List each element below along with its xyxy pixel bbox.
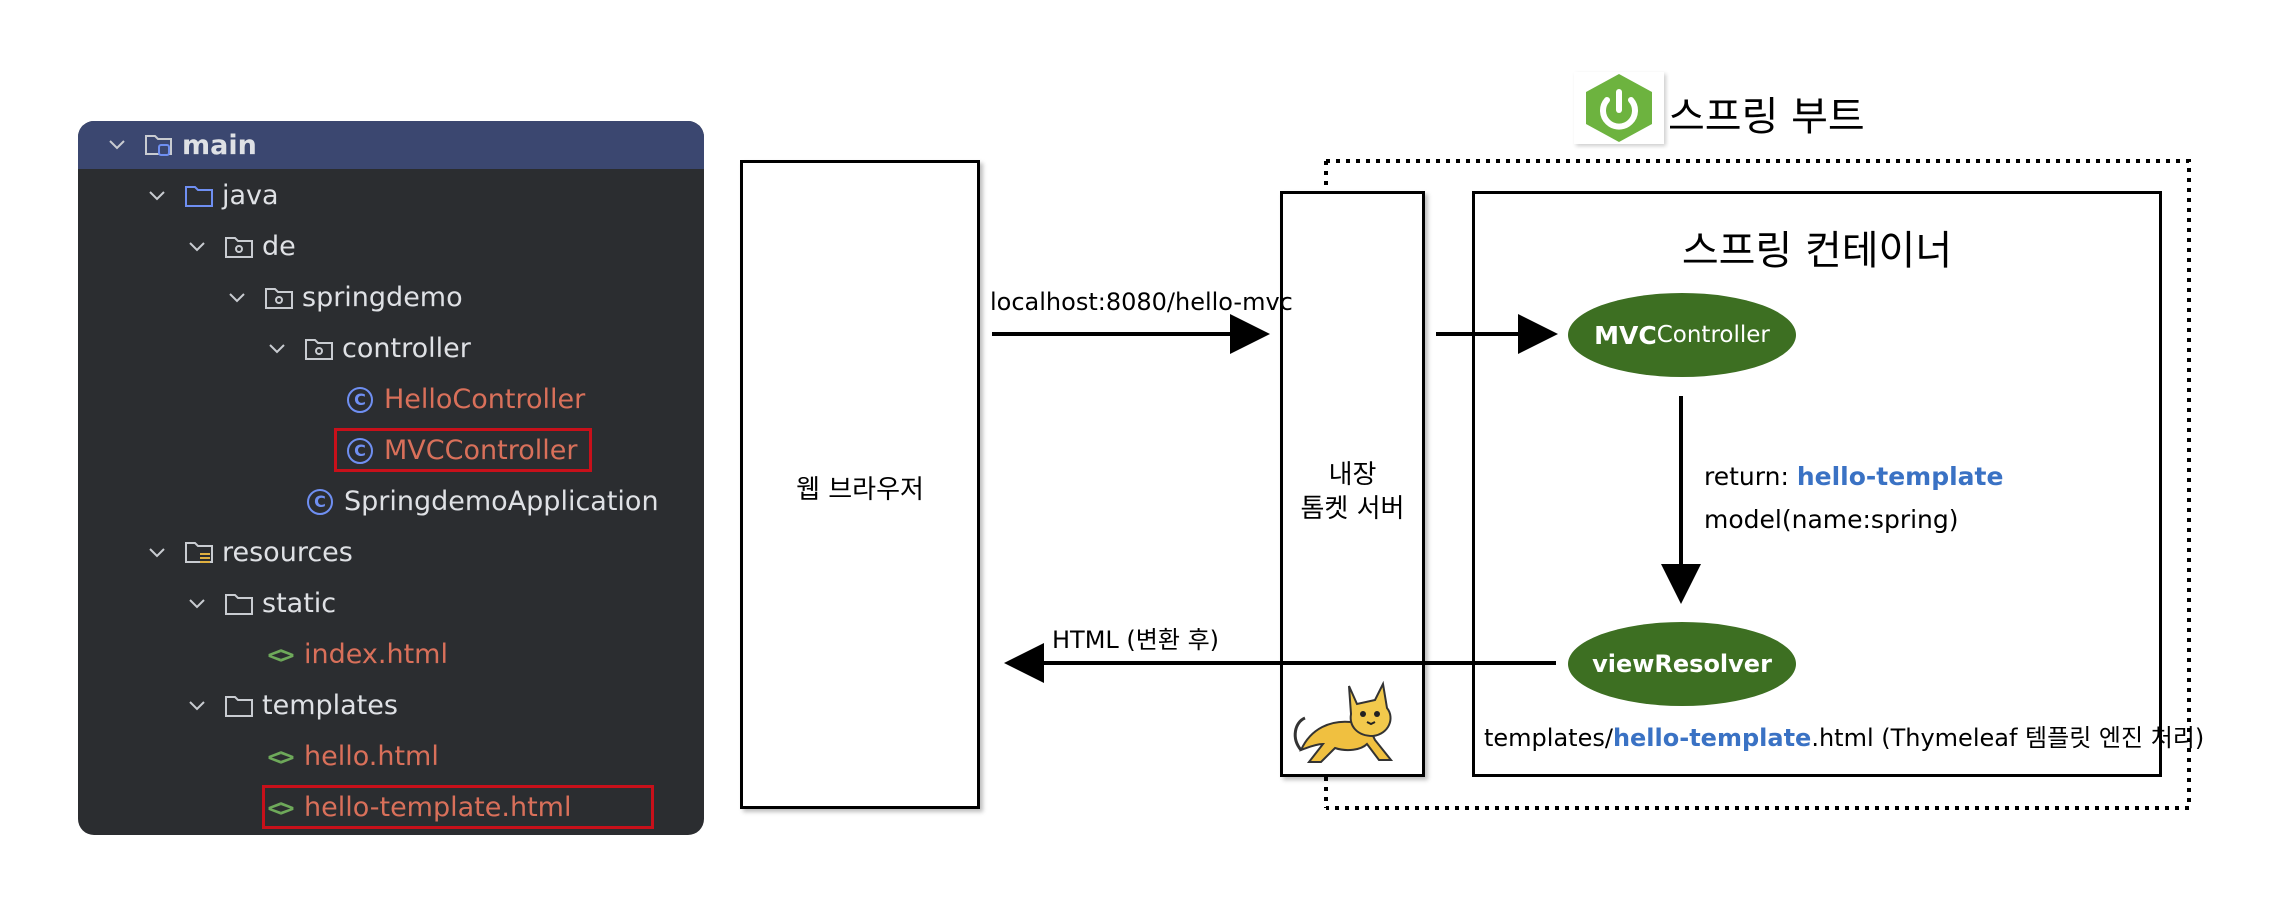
- package-icon: [303, 333, 335, 365]
- return-prefix: return:: [1704, 462, 1797, 491]
- source-folder-icon: [143, 129, 175, 161]
- tree-item-springdemo[interactable]: springdemo: [78, 272, 704, 323]
- spring-boot-title: 스프링 부트: [1668, 94, 1865, 140]
- tree-item-hellocontroller[interactable]: C HelloController: [78, 374, 704, 425]
- class-icon: C: [304, 486, 336, 518]
- source-root-folder-icon: [183, 180, 215, 212]
- selected-row-highlight: [78, 121, 704, 169]
- mvc-controller-node-prefix: MVC: [1594, 320, 1657, 350]
- package-icon: [263, 282, 295, 314]
- tree-item-java[interactable]: java: [78, 170, 704, 221]
- tree-item-label: index.html: [304, 639, 448, 670]
- template-name: hello-template: [1612, 724, 1812, 752]
- template-suffix: .html (Thymeleaf 템플릿 엔진 처리): [1811, 724, 2205, 752]
- return-label: return: hello-template: [1704, 462, 2003, 491]
- tree-item-hello-html[interactable]: <> hello.html: [78, 731, 704, 782]
- tree-item-label: hello-template.html: [304, 792, 572, 823]
- chevron-down-icon[interactable]: [184, 591, 210, 617]
- tree-item-resources[interactable]: resources: [78, 527, 704, 578]
- class-icon: C: [344, 384, 376, 416]
- tree-item-springdemoapplication[interactable]: C SpringdemoApplication: [78, 476, 704, 527]
- request-url-label: localhost:8080/hello-mvc: [990, 288, 1293, 316]
- html-file-icon: <>: [267, 640, 295, 669]
- chevron-down-icon[interactable]: [144, 540, 170, 566]
- template-prefix: templates/: [1484, 724, 1613, 752]
- highlight-box: [262, 785, 654, 829]
- tree-item-hello-template-html[interactable]: <> hello-template.html: [78, 782, 704, 833]
- spring-container-title: 스프링 컨테이너: [1681, 228, 1953, 274]
- spring-boot-logo: [1574, 72, 1664, 144]
- view-resolver-node: viewResolver: [1568, 622, 1796, 706]
- tree-item-label: java: [222, 180, 279, 211]
- template-path-label: templates/hello-template.html (Thymeleaf…: [1484, 718, 2204, 753]
- chevron-down-icon[interactable]: [104, 132, 130, 158]
- folder-icon: [223, 588, 255, 620]
- tree-item-label: de: [262, 231, 296, 262]
- tree-item-label: templates: [262, 690, 398, 721]
- tree-item-index-html[interactable]: <> index.html: [78, 629, 704, 680]
- web-browser-label: 웹 브라우저: [796, 475, 924, 505]
- package-icon: [223, 231, 255, 263]
- project-tree: main java de springdemo: [78, 121, 704, 835]
- html-file-icon: <>: [267, 793, 295, 822]
- chevron-down-icon[interactable]: [144, 183, 170, 209]
- tree-item-label: main: [182, 129, 257, 161]
- tomcat-label-line1: 내장: [1328, 460, 1377, 490]
- chevron-down-icon[interactable]: [224, 285, 250, 311]
- chevron-down-icon[interactable]: [264, 336, 290, 362]
- html-file-icon: <>: [267, 742, 295, 771]
- tree-item-de[interactable]: de: [78, 221, 704, 272]
- class-icon: C: [344, 435, 376, 467]
- response-label: HTML (변환 후): [1052, 626, 1220, 654]
- folder-icon: [223, 690, 255, 722]
- tree-item-label: static: [262, 588, 337, 619]
- tree-item-label: MVCController: [384, 435, 578, 466]
- highlight-box: [334, 428, 592, 472]
- tree-item-label: SpringdemoApplication: [344, 486, 659, 517]
- return-value: hello-template: [1796, 462, 2004, 491]
- resources-folder-icon: [183, 537, 215, 569]
- tree-item-label: resources: [222, 537, 353, 568]
- tomcat-logo-icon: [1293, 680, 1394, 763]
- tomcat-server-box: 내장 톰켓 서버: [1280, 191, 1425, 777]
- tree-item-label: springdemo: [302, 282, 463, 313]
- tree-item-mvccontroller[interactable]: C MVCController: [78, 425, 704, 476]
- chevron-down-icon[interactable]: [184, 693, 210, 719]
- chevron-down-icon[interactable]: [184, 234, 210, 260]
- power-icon: [1586, 74, 1652, 142]
- tree-item-label: controller: [342, 333, 471, 364]
- tree-item-main[interactable]: main: [78, 121, 704, 169]
- model-label: model(name:spring): [1704, 505, 1959, 534]
- tree-item-label: HelloController: [384, 384, 586, 415]
- web-browser-box: 웹 브라우저: [740, 160, 980, 809]
- tree-item-templates[interactable]: templates: [78, 680, 704, 731]
- mvc-controller-node-suffix: Controller: [1656, 322, 1770, 348]
- tomcat-label-line2: 톰켓 서버: [1300, 494, 1405, 524]
- tree-item-static[interactable]: static: [78, 578, 704, 629]
- tree-item-label: hello.html: [304, 741, 439, 772]
- tree-item-controller[interactable]: controller: [78, 323, 704, 374]
